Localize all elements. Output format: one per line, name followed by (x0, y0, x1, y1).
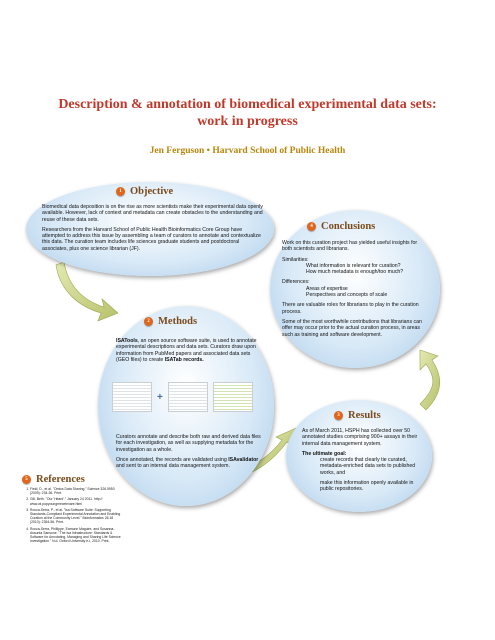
reference-item: Gill, Beth. "Our 'Heard'." January 24 20… (30, 497, 122, 505)
goal-1: create records that clearly tie curated,… (320, 457, 416, 476)
reference-item: Rocca-Serra, P., et al. "Isa Software Su… (30, 508, 122, 525)
methods-body-bottom: Curators annotate and describe both raw … (116, 434, 268, 473)
methods-paragraph-3: Once annotated, the records are validate… (116, 456, 259, 470)
section-number-badge: 2 (144, 317, 153, 326)
isatab-screenshot (212, 382, 253, 412)
methods-paragraph-2: Curators annotate and describe both raw … (116, 434, 261, 453)
section-number-badge: 5 (22, 475, 31, 484)
results-title: Results (348, 410, 381, 421)
conclusions-paragraph-2: There are valuable roles for librarians … (282, 302, 419, 315)
pubmed-screenshot (112, 382, 152, 412)
plus-icon: + (157, 391, 163, 403)
section-number-badge: 1 (116, 187, 125, 196)
poster-author: Jen Ferguson • Harvard School of Public … (149, 146, 346, 156)
methods-title: Methods (158, 316, 198, 327)
reference-item: Rocca-Serra, Phillippe, Eamonn Maguire, … (30, 527, 122, 544)
similarity-1: What information is relevant for curatio… (306, 262, 401, 269)
references-heading: 5 References (22, 474, 85, 485)
conclusions-title: Conclusions (321, 221, 376, 232)
conclusions-body: Work on this curation project has yielde… (282, 240, 426, 342)
conclusions-section (270, 210, 440, 368)
references-list: Field, D., et al. "Omics Data Sharing." … (22, 487, 122, 545)
results-heading: 3 Results (334, 410, 381, 421)
results-paragraph-1: As of March 2011, HSPH has collected ove… (302, 428, 418, 447)
goal-label: The ultimate goal: (302, 450, 347, 457)
title-line-2: work in progress (197, 114, 298, 129)
objective-body: Biomedical data deposition is on the ris… (42, 204, 264, 256)
section-number-badge: 3 (334, 411, 343, 420)
poster-title: Description & annotation of biomedical e… (10, 96, 485, 130)
objective-heading: 1 Objective (116, 186, 173, 197)
methods-paragraph-1: ISATools, an open source software suite,… (116, 338, 264, 363)
similarity-2: How much metadata is enough/too much? (306, 269, 404, 276)
isavalidator-term: ISAvalidator (228, 456, 259, 463)
objective-title: Objective (130, 186, 174, 197)
methods-screenshots: + (112, 382, 253, 412)
objective-paragraph-2: Researchers from the Harvard School of P… (42, 226, 261, 252)
conclusions-paragraph-1: Work on this curation project has yielde… (282, 240, 418, 253)
title-line-1: Description & annotation of biomedical e… (58, 97, 437, 112)
conclusions-heading: 4 Conclusions (307, 221, 375, 232)
objective-paragraph-1: Biomedical data deposition is on the ris… (42, 204, 263, 223)
results-section (286, 400, 432, 512)
isatab-term: ISATab records. (164, 356, 204, 363)
arrow-objective-to-methods (55, 261, 119, 322)
references-title: References (36, 474, 85, 485)
difference-2: Perspectives and concepts of scale (306, 292, 388, 299)
geo-screenshot (167, 382, 208, 412)
arrow-results-to-conclusions (419, 349, 440, 411)
conclusions-paragraph-3: Some of the most worthwhile contribution… (282, 318, 422, 338)
reference-item: Field, D., et al. "Omics Data Sharing." … (30, 487, 122, 495)
objective-section (26, 182, 274, 276)
differences-label: Differences: (282, 279, 310, 286)
isatools-term: ISATools (116, 338, 138, 344)
methods-body-top: ISATools, an open source software suite,… (116, 338, 264, 367)
results-body: As of March 2011, HSPH has collected ove… (302, 428, 420, 497)
difference-1: Areas of expertise (306, 285, 348, 292)
similarities-label: Similarities: (282, 256, 309, 263)
methods-heading: 2 Methods (144, 316, 197, 327)
section-number-badge: 4 (307, 222, 316, 231)
goal-2: make this information openly available i… (320, 480, 414, 493)
methods-paragraph-1-text: , an open source software suite, is used… (116, 338, 257, 363)
